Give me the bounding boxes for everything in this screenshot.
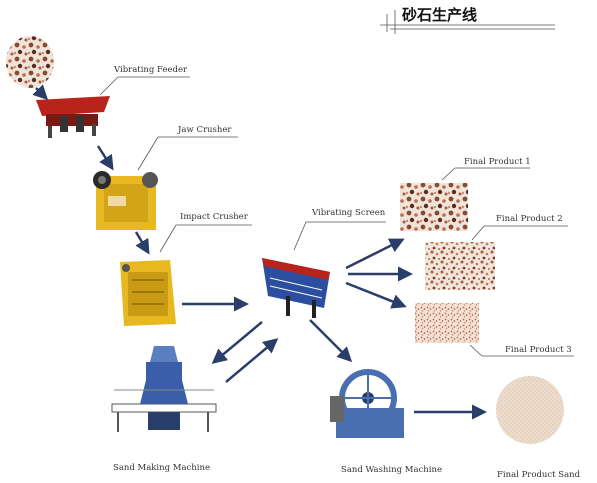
arrow-screen-to-product-3 <box>345 281 407 309</box>
final-product-2-icon <box>425 242 495 290</box>
vibrating-screen-icon <box>262 258 330 318</box>
arrow-screen-to-sand-maker <box>211 321 263 364</box>
final-product-3-icon <box>415 303 479 343</box>
label-sand-making-machine: Sand Making Machine <box>113 463 210 473</box>
label-vibrating-screen: Vibrating Screen <box>311 208 386 218</box>
arrow-rock-to-feeder <box>32 84 49 101</box>
flow-arrows <box>32 84 487 420</box>
sand-washing-machine-icon <box>330 369 404 438</box>
page-title: 砂石生产线 <box>402 6 477 24</box>
label-vibrating-feeder: Vibrating Feeder <box>113 65 188 75</box>
title-block: 砂石生产线 <box>380 6 555 34</box>
label-jaw-crusher: Jaw Crusher <box>177 125 232 135</box>
label-sand-washing-machine: Sand Washing Machine <box>341 465 442 475</box>
raw-rock-pile-icon <box>6 36 54 88</box>
arrow-jaw-to-impact <box>134 231 150 255</box>
vibrating-feeder-icon <box>36 96 110 138</box>
label-final-product-sand: Final Product Sand <box>497 470 581 480</box>
jaw-crusher-icon <box>93 171 158 230</box>
arrow-sand-maker-to-screen <box>225 338 279 383</box>
label-final-product-2: Final Product 2 <box>496 214 563 224</box>
sand-making-machine-icon <box>111 346 217 432</box>
arrow-feeder-to-jaw <box>96 145 114 171</box>
final-product-sand-icon <box>496 376 564 444</box>
impact-crusher-icon <box>120 260 176 326</box>
arrow-screen-to-product-1 <box>345 238 405 270</box>
label-final-product-1: Final Product 1 <box>464 157 531 167</box>
final-product-1-icon <box>400 183 468 231</box>
label-impact-crusher: Impact Crusher <box>180 212 249 222</box>
arrow-screen-to-washer <box>309 319 353 363</box>
label-final-product-3: Final Product 3 <box>505 345 572 355</box>
